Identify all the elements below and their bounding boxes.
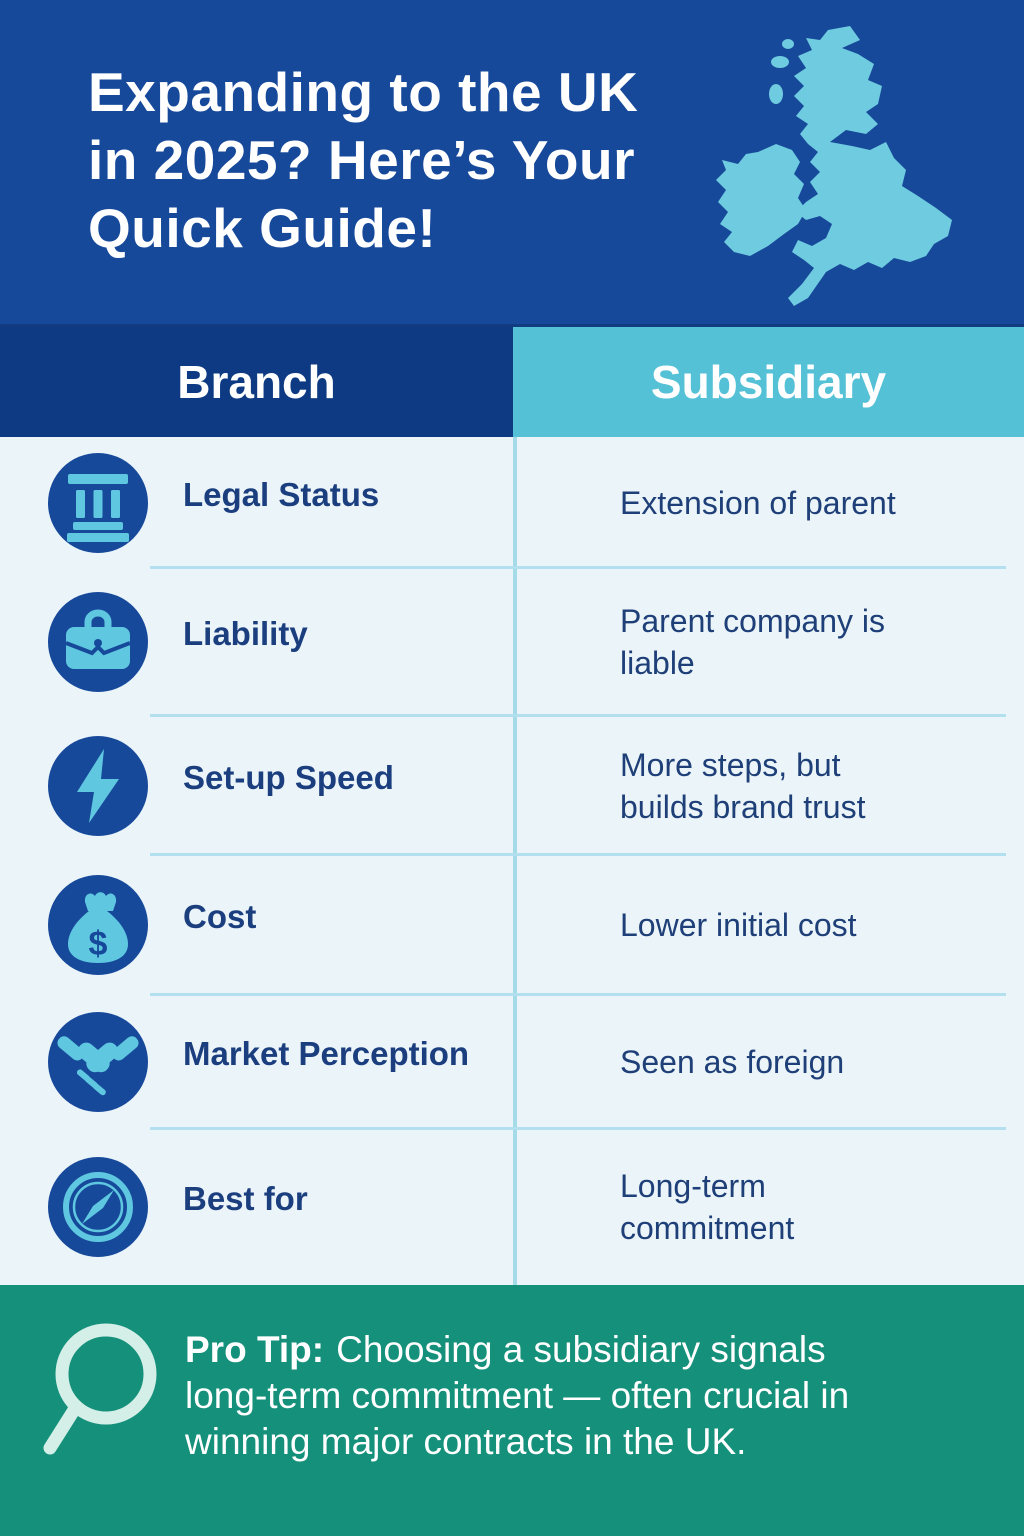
pro-tip-label: Pro Tip: [185, 1329, 325, 1370]
row-separator [150, 566, 1006, 569]
compass-icon [48, 1157, 148, 1257]
page-title: Expanding to the UK in 2025? Here’s Your… [88, 58, 638, 262]
money-bag-icon: $ [48, 875, 148, 975]
row-label: Set-up Speed [183, 758, 394, 796]
row-value: Long-term commitment [620, 1168, 795, 1246]
lightning-icon [48, 735, 148, 836]
pro-tip-footer: Pro Tip:Choosing a subsidiary signals lo… [0, 1285, 1024, 1536]
table-row-best-for: Best for Long-term commitment [0, 1129, 1024, 1285]
row-value: Seen as foreign [620, 1044, 845, 1080]
table-column-headers: Branch Subsidiary [0, 327, 1024, 437]
row-label: Cost [183, 898, 257, 935]
table-row-cost: $ Cost Lower initial cost [0, 855, 1024, 995]
title-header: Expanding to the UK in 2025? Here’s Your… [0, 0, 1024, 327]
title-line-1: Expanding to the UK [88, 61, 639, 123]
row-value: Extension of parent [620, 484, 896, 521]
column-divider [513, 437, 517, 1285]
column-header-branch-label: Branch [177, 356, 336, 408]
table-row-setup-speed: Set-up Speed More steps, but builds bran… [0, 716, 1024, 855]
briefcase-icon [48, 592, 148, 692]
table-row-legal-status: Legal Status Extension of parent [0, 437, 1024, 568]
column-header-subsidiary: Subsidiary [513, 327, 1024, 437]
pro-tip-text: Pro Tip:Choosing a subsidiary signals lo… [185, 1327, 905, 1465]
row-separator [150, 993, 1006, 996]
column-header-branch: Branch [0, 327, 513, 437]
comparison-table: Legal Status Extension of parent Liabili… [0, 437, 1024, 1285]
row-value: Lower initial cost [620, 907, 857, 943]
row-label: Legal Status [183, 475, 380, 513]
column-header-subsidiary-label: Subsidiary [650, 356, 887, 408]
row-separator [150, 1127, 1006, 1130]
row-label: Market Perception [183, 1035, 470, 1072]
bank-columns-icon [48, 452, 148, 553]
row-label: Liability [183, 615, 308, 652]
title-line-3: Quick Guide! [88, 197, 437, 259]
row-value: Parent company is liable [620, 603, 886, 681]
table-row-liability: Liability Parent company is liable [0, 568, 1024, 716]
title-line-2: in 2025? Here’s Your [88, 129, 636, 191]
magnifier-icon [43, 1323, 157, 1455]
uk-ireland-map-icon [716, 26, 952, 306]
table-row-market-perception: Market Perception Seen as foreign [0, 995, 1024, 1129]
handshake-icon [48, 1012, 148, 1112]
row-label: Best for [183, 1180, 308, 1217]
row-value: More steps, but builds brand trust [620, 746, 866, 825]
pro-tip-body: Choosing a subsidiary signals long-term … [185, 1329, 850, 1462]
svg-text:$: $ [89, 925, 108, 963]
row-separator [150, 714, 1006, 717]
row-separator [150, 853, 1006, 856]
